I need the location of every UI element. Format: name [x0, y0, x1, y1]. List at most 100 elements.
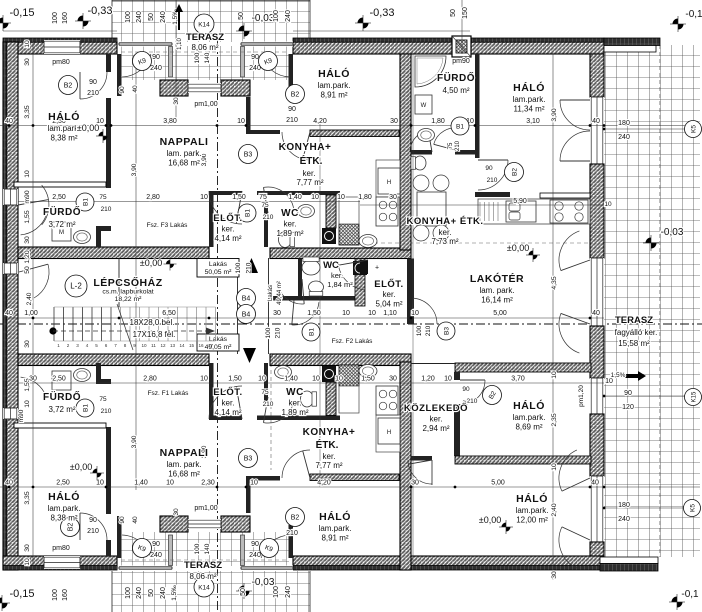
svg-text:ker.: ker. — [222, 225, 235, 234]
svg-text:ELŐT.: ELŐT. — [213, 386, 242, 398]
svg-text:40: 40 — [132, 85, 139, 93]
svg-text:10: 10 — [342, 310, 350, 317]
svg-text:100: 100 — [265, 327, 272, 338]
svg-text:160: 160 — [62, 12, 69, 24]
svg-text:50: 50 — [24, 266, 31, 274]
svg-text:10: 10 — [466, 118, 474, 125]
svg-text:lam. park.: lam. park. — [166, 149, 201, 158]
svg-text:4: 4 — [86, 343, 89, 348]
svg-text:pm1,20: pm1,20 — [578, 385, 585, 407]
svg-text:K14: K14 — [198, 21, 210, 28]
svg-text:K5: K5 — [690, 125, 697, 133]
svg-text:10: 10 — [337, 194, 345, 201]
svg-text:ker.: ker. — [430, 415, 443, 424]
svg-text:10: 10 — [605, 378, 613, 385]
svg-text:50: 50 — [240, 588, 247, 596]
svg-text:90: 90 — [119, 86, 126, 94]
svg-text:ker.: ker. — [331, 271, 343, 280]
svg-text:cs.m. lapburkolat: cs.m. lapburkolat — [102, 289, 153, 296]
svg-text:K15: K15 — [691, 391, 697, 402]
svg-text:6,50: 6,50 — [162, 310, 176, 317]
svg-text:pm80: pm80 — [52, 59, 70, 66]
svg-text:±0,00: ±0,00 — [77, 123, 99, 133]
svg-text:2,50: 2,50 — [56, 480, 70, 487]
svg-text:-0,33: -0,33 — [87, 5, 112, 17]
svg-text:WC: WC — [286, 387, 304, 398]
svg-text:9: 9 — [133, 343, 136, 348]
svg-text:12,00 m²: 12,00 m² — [516, 516, 548, 525]
svg-text:40: 40 — [132, 516, 139, 524]
svg-text:±0,00: ±0,00 — [140, 258, 162, 268]
svg-text:B2: B2 — [488, 390, 498, 401]
svg-text:lam.park.: lam.park. — [516, 506, 549, 515]
svg-text:Fsz. F1 Lakás: Fsz. F1 Lakás — [148, 390, 190, 397]
svg-text:18,22 m²: 18,22 m² — [115, 296, 143, 303]
svg-text:KONYHA+: KONYHA+ — [303, 427, 356, 438]
svg-text:10: 10 — [368, 310, 376, 317]
svg-text:B1: B1 — [244, 209, 251, 217]
svg-text:1,5%: 1,5% — [611, 372, 626, 379]
svg-text:30: 30 — [389, 194, 397, 201]
svg-text:90: 90 — [89, 79, 97, 86]
svg-text:30: 30 — [411, 480, 419, 487]
svg-text:K14: K14 — [198, 584, 210, 591]
svg-text:12: 12 — [160, 343, 166, 348]
svg-text:WC: WC — [281, 208, 299, 219]
svg-text:30: 30 — [390, 118, 398, 125]
svg-text:B3: B3 — [443, 327, 450, 335]
svg-text:30: 30 — [389, 376, 397, 383]
svg-text:ker.: ker. — [303, 169, 316, 178]
svg-text:lam.park.: lam.park. — [513, 95, 546, 104]
svg-text:B1: B1 — [456, 123, 464, 130]
svg-text:49,44 m²: 49,44 m² — [277, 281, 283, 305]
svg-text:4,50 m²: 4,50 m² — [442, 86, 469, 95]
svg-text:7,73 m²: 7,73 m² — [431, 237, 458, 246]
svg-text:1,89 m²: 1,89 m² — [281, 408, 308, 417]
svg-text:B1: B1 — [82, 198, 89, 206]
svg-text:10: 10 — [551, 463, 558, 471]
svg-text:50: 50 — [238, 12, 245, 20]
svg-text:HÁLÓ: HÁLÓ — [513, 81, 545, 94]
svg-text:8,38 m²: 8,38 m² — [50, 134, 77, 143]
svg-text:2,40: 2,40 — [26, 292, 33, 305]
svg-text:Lakás: Lakás — [268, 285, 274, 301]
svg-text:1,5‰: 1,5‰ — [172, 9, 179, 25]
svg-text:8,06 m²: 8,06 m² — [191, 43, 218, 52]
svg-text:75: 75 — [99, 396, 107, 403]
svg-text:3,90: 3,90 — [131, 435, 138, 448]
svg-text:-0,03: -0,03 — [252, 577, 275, 588]
svg-text:90: 90 — [485, 165, 493, 172]
svg-text:90: 90 — [152, 54, 160, 61]
svg-text:1,00: 1,00 — [24, 310, 38, 317]
svg-text:50: 50 — [450, 9, 457, 17]
svg-text:lam. park.: lam. park. — [166, 460, 201, 469]
svg-text:210: 210 — [101, 206, 112, 213]
svg-text:pm1,00: pm1,00 — [194, 101, 217, 108]
svg-text:100: 100 — [194, 52, 201, 63]
svg-text:pm90: pm90 — [452, 58, 470, 65]
svg-text:4,14 m²: 4,14 m² — [214, 234, 241, 243]
svg-text:10: 10 — [335, 376, 343, 383]
svg-text:B4: B4 — [242, 311, 251, 318]
svg-text:ker.: ker. — [284, 220, 297, 229]
svg-text:ker.: ker. — [222, 399, 235, 408]
svg-text:14: 14 — [179, 343, 185, 348]
svg-text:-0,33: -0,33 — [369, 7, 394, 19]
svg-text:40: 40 — [591, 480, 599, 487]
svg-text:ÉTK.: ÉTK. — [316, 438, 339, 451]
svg-text:210: 210 — [101, 408, 112, 415]
svg-text:210: 210 — [425, 325, 432, 336]
svg-text:TERASZ: TERASZ — [184, 560, 222, 571]
svg-text:2,35: 2,35 — [551, 413, 558, 426]
svg-text:HÁLÓ: HÁLÓ — [48, 110, 80, 123]
svg-text:HÁLÓ: HÁLÓ — [319, 510, 351, 523]
svg-text:FÜRDŐ: FÜRDŐ — [43, 390, 81, 403]
svg-text:1,50: 1,50 — [307, 310, 321, 317]
svg-text:4,14 m²: 4,14 m² — [214, 408, 241, 417]
svg-text:240: 240 — [136, 11, 143, 23]
svg-text:K9: K9 — [137, 544, 147, 553]
svg-text:lam.park.: lam.park. — [513, 413, 546, 422]
svg-text:B3: B3 — [244, 151, 253, 158]
svg-text:240: 240 — [618, 134, 630, 141]
svg-text:100: 100 — [125, 587, 132, 599]
